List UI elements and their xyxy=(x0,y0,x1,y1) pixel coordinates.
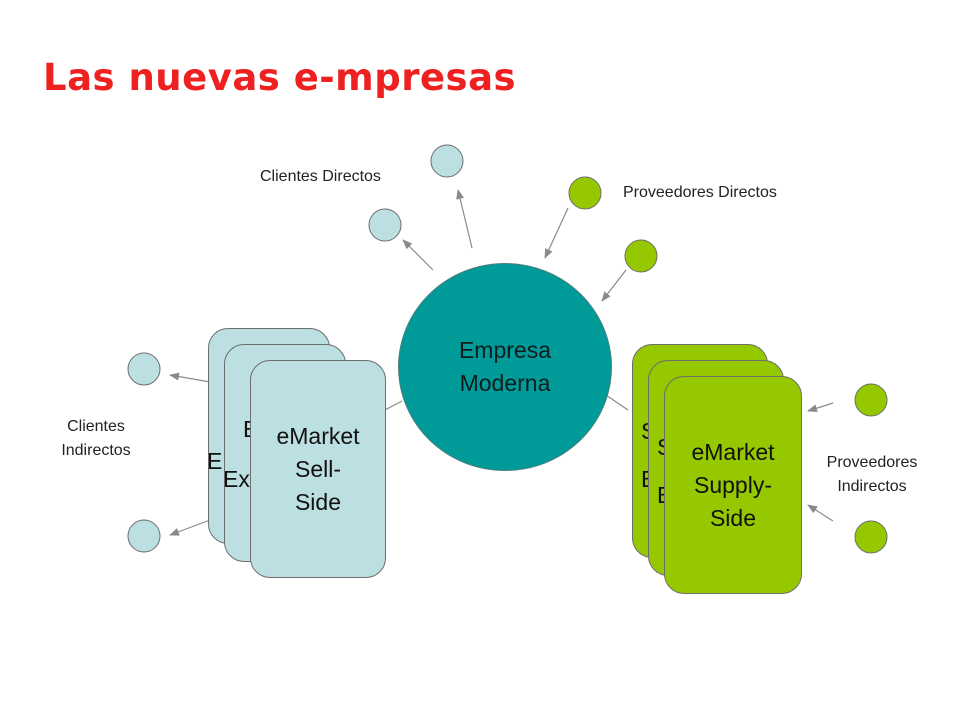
direct-client-node-1 xyxy=(430,144,464,178)
indirect-clients-line-2: Indirectos xyxy=(61,442,131,459)
supply-side-front-line-1: eMarket xyxy=(691,438,775,465)
indirect-suppliers-line-1: Proveedores xyxy=(826,454,918,471)
direct-client-node-2 xyxy=(368,208,402,242)
sell-side-front-line-2: Sell- xyxy=(294,455,341,482)
direct-supplier-node-1 xyxy=(568,176,602,210)
arrow-indirect-supplier-top-to-stack xyxy=(807,402,834,413)
sell-side-front-line-3: Side xyxy=(294,488,342,515)
supply-side-front-text: eMarket Supply- Side xyxy=(691,436,774,535)
arrow-direct-supplier-2-to-hub xyxy=(601,269,627,302)
indirect-suppliers-line-2: Indirectos xyxy=(837,478,907,495)
indirect-client-node-bottom xyxy=(127,519,161,553)
arrow-hub-to-direct-client-1 xyxy=(456,189,473,249)
hub-line-1: Empresa xyxy=(458,337,552,363)
indirect-clients-line-1: Clientes xyxy=(67,418,125,435)
sell-side-front-line-1: eMarket xyxy=(276,422,360,449)
direct-supplier-node-2 xyxy=(624,239,658,273)
direct-clients-label: Clientes Directos xyxy=(260,168,381,185)
hub-line-2: Moderna xyxy=(459,370,551,396)
sell-side-card-front: eMarket Sell- Side xyxy=(250,360,386,578)
sell-side-front-text: eMarket Sell- Side xyxy=(276,420,359,519)
arrow-direct-supplier-1-to-hub xyxy=(544,207,569,259)
hub-text: Empresa Moderna xyxy=(459,334,551,400)
indirect-clients-label: Clientes Indirectos xyxy=(56,415,136,463)
arrow-hub-to-direct-client-2 xyxy=(402,239,434,271)
arrow-to-indirect-client-bottom xyxy=(169,519,211,536)
direct-suppliers-label: Proveedores Directos xyxy=(623,184,777,201)
hub-empresa-moderna: Empresa Moderna xyxy=(398,263,612,471)
connector-hub-sell-side xyxy=(384,400,403,411)
supply-side-front-line-3: Side xyxy=(709,504,757,531)
page-title: Las nuevas e-mpresas xyxy=(43,56,517,99)
arrow-to-indirect-client-top xyxy=(169,372,211,383)
arrow-indirect-supplier-bottom-to-stack xyxy=(807,504,834,522)
indirect-suppliers-label: Proveedores Indirectos xyxy=(818,451,926,499)
supply-side-front-line-2: Supply- xyxy=(694,471,772,498)
sell-side-back-text: E xyxy=(208,448,223,474)
sell-side-middle-text-2: Ex xyxy=(224,466,250,492)
indirect-client-node-top xyxy=(127,352,161,386)
indirect-supplier-node-top xyxy=(854,383,888,417)
indirect-supplier-node-bottom xyxy=(854,520,888,554)
supply-side-card-front: eMarket Supply- Side xyxy=(664,376,802,594)
